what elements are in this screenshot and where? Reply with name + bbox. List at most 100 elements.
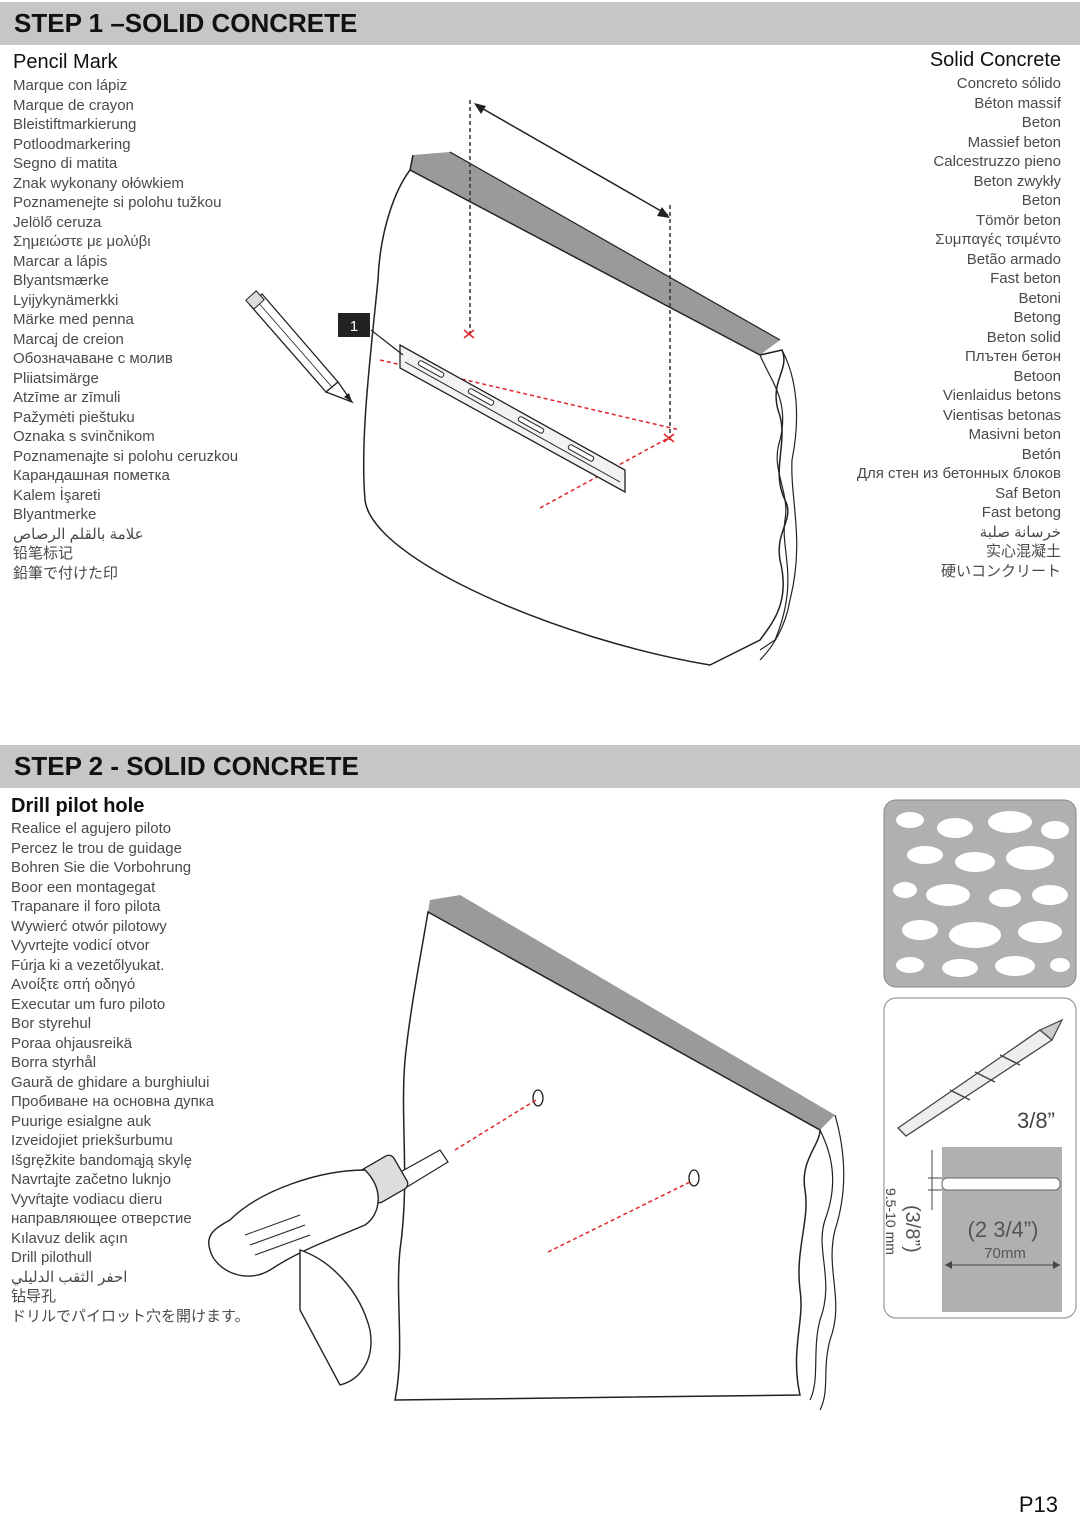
translation-item: احفر الثقب الدليلي (11, 1268, 128, 1286)
callout-number: 1 (350, 318, 358, 335)
translation-item: 硬いコンクリート (940, 562, 1061, 580)
translation-item: Calcestruzzo pieno (933, 153, 1061, 170)
pencil-mark-heading: Pencil Mark (13, 51, 118, 73)
concrete-texture-panel (883, 799, 1077, 988)
drill-pilot-hole-heading: Drill pilot hole (11, 795, 145, 817)
translation-item: Išgręžkite bandomąją skylę (11, 1151, 192, 1169)
translation-item: Kılavuz delik açın (11, 1229, 128, 1247)
translation-item: Beton (1021, 114, 1061, 131)
drill-guide-line-lower (547, 1181, 691, 1253)
translation-item: علامة بالقلم الرصاص (13, 525, 144, 543)
measurement-guides (469, 100, 671, 440)
translation-item: Puurige esialgne auk (11, 1112, 152, 1130)
translation-item: Poznamenajte si polohu ceruzkou (13, 447, 239, 465)
translation-item: Vientisas betonas (942, 406, 1061, 424)
translation-item: Fúrja ki a vezetőlyukat. (11, 956, 165, 974)
translation-item: Marque con lápiz (13, 77, 128, 94)
translation-item: Realice el agujero piloto (11, 820, 172, 837)
translation-item: Bohren Sie die Vorbohrung (11, 859, 192, 876)
translation-item: Bor styrehul (11, 1015, 92, 1032)
translation-item: Oznaka s svinčnikom (13, 428, 155, 445)
translation-item: Znak wykonany ołówkiem (13, 174, 184, 192)
step1-title-band: STEP 1 –SOLID CONCRETE (0, 2, 1080, 45)
translation-item: Poraa ohjausreikä (11, 1034, 132, 1052)
translation-item: Fast betong (981, 504, 1061, 521)
translation-item: Pažymėti pieštuku (13, 408, 135, 426)
translation-item: Tömör beton (975, 211, 1061, 229)
translation-item: Vyvŕtajte vodiacu dieru (11, 1190, 163, 1208)
pencil-icon (245, 290, 354, 404)
translation-item: Betão armado (966, 250, 1061, 268)
translation-item: Béton massif (974, 94, 1061, 112)
translation-item: Märke med penna (13, 311, 134, 328)
pencil-marks (463, 329, 675, 443)
bit-size-label: 3/8” (1017, 1108, 1055, 1133)
translation-item: Atzīme ar zīmuli (13, 389, 121, 406)
translation-item: Fast beton (990, 270, 1061, 287)
translation-item: Ανοίξτε οπή οδηγό (11, 976, 136, 993)
drill-icon (208, 1149, 449, 1386)
drill-bit-panel: 3/8” (2 3/4”) 70mm 9.5-10 mm (3/8”) (883, 997, 1077, 1319)
step1-title: STEP 1 –SOLID CONCRETE (14, 8, 358, 38)
hole-depth-inch: (2 3/4”) (968, 1217, 1039, 1242)
translation-item: Segno di matita (13, 155, 118, 172)
translation-item: ドリルでパイロット穴を開けます。 (11, 1307, 250, 1325)
translation-item: Borra styrhål (11, 1054, 97, 1071)
translation-item: Potloodmarkering (13, 135, 131, 153)
step1-illustration: 1 (245, 100, 798, 666)
translation-item: Lyijykynämerkki (13, 291, 119, 309)
translation-item: Pliiatsimärge (13, 369, 99, 387)
translation-item: Marcar a lápis (13, 252, 108, 270)
translation-item: Betong (1013, 309, 1061, 326)
wall-rail (399, 343, 626, 494)
translation-item: Massief beton (967, 133, 1061, 151)
drill-bit-icon (896, 1018, 1064, 1137)
translation-item: Percez le trou de guidage (11, 839, 182, 857)
translation-item: Kalem İşareti (13, 486, 101, 504)
drill-guide-line (454, 1099, 537, 1151)
step2-title-band: STEP 2 - SOLID CONCRETE (0, 745, 1080, 788)
translation-item: Boor een montagegat (11, 878, 156, 896)
translation-item: Betón (1021, 445, 1061, 463)
page-number: P13 (1018, 1492, 1058, 1517)
translation-item: Izveidojiet priekšurbumu (11, 1132, 173, 1149)
translation-item: Gaură de ghidare a burghiului (11, 1073, 210, 1091)
translation-item: Betoni (1018, 289, 1061, 307)
translation-item: Masivni beton (968, 426, 1061, 443)
translation-item: 鉛筆で付けた印 (13, 564, 119, 582)
translation-item: Обозначаване с молив (13, 350, 173, 367)
translation-item: Blyantsmærke (13, 272, 109, 289)
translation-item: خرسانة صلبة (979, 523, 1061, 541)
translation-item: 铅笔标记 (13, 545, 74, 562)
hole-diameter-mm: 9.5-10 mm (883, 1188, 899, 1255)
translation-item: Карандашная пометка (13, 467, 170, 484)
concrete-wall (362, 151, 798, 666)
translation-item: Bleistiftmarkierung (13, 116, 137, 133)
translation-item: Executar um furo piloto (11, 995, 166, 1013)
translation-item: Для стен из бетонных блоков (856, 465, 1061, 482)
translation-item: Jelölő ceruza (13, 213, 102, 231)
translation-item: Wywierć otwór pilotowy (11, 917, 167, 935)
translation-item: Betoon (1013, 367, 1061, 385)
translation-item: Beton (1021, 192, 1061, 209)
translation-item: Marcaj de creion (13, 330, 124, 348)
translation-item: Beton solid (986, 328, 1061, 346)
translation-item: Navrtajte začetno luknjo (11, 1171, 172, 1188)
translation-item: Drill pilothull (11, 1249, 92, 1266)
translation-item: Σημειώστε με μολύβι (13, 233, 151, 250)
pilot-holes (532, 1089, 700, 1187)
translation-item: Пробиване на основна дупка (11, 1093, 215, 1110)
step2-title: STEP 2 - SOLID CONCRETE (14, 751, 359, 781)
translation-item: Beton zwykły (973, 172, 1061, 190)
translation-item: Poznamenejte si polohu tužkou (13, 194, 222, 211)
translation-item: 钻导孔 (11, 1288, 57, 1305)
translation-item: Συμπαγές τσιμέντο (935, 231, 1061, 248)
solid-concrete-heading: Solid Concrete (929, 49, 1061, 71)
translation-item: Marque de crayon (13, 96, 134, 114)
translation-item: направляющее отверстие (11, 1210, 192, 1227)
translation-item: Vyvrtejte vodicí otvor (11, 937, 150, 954)
